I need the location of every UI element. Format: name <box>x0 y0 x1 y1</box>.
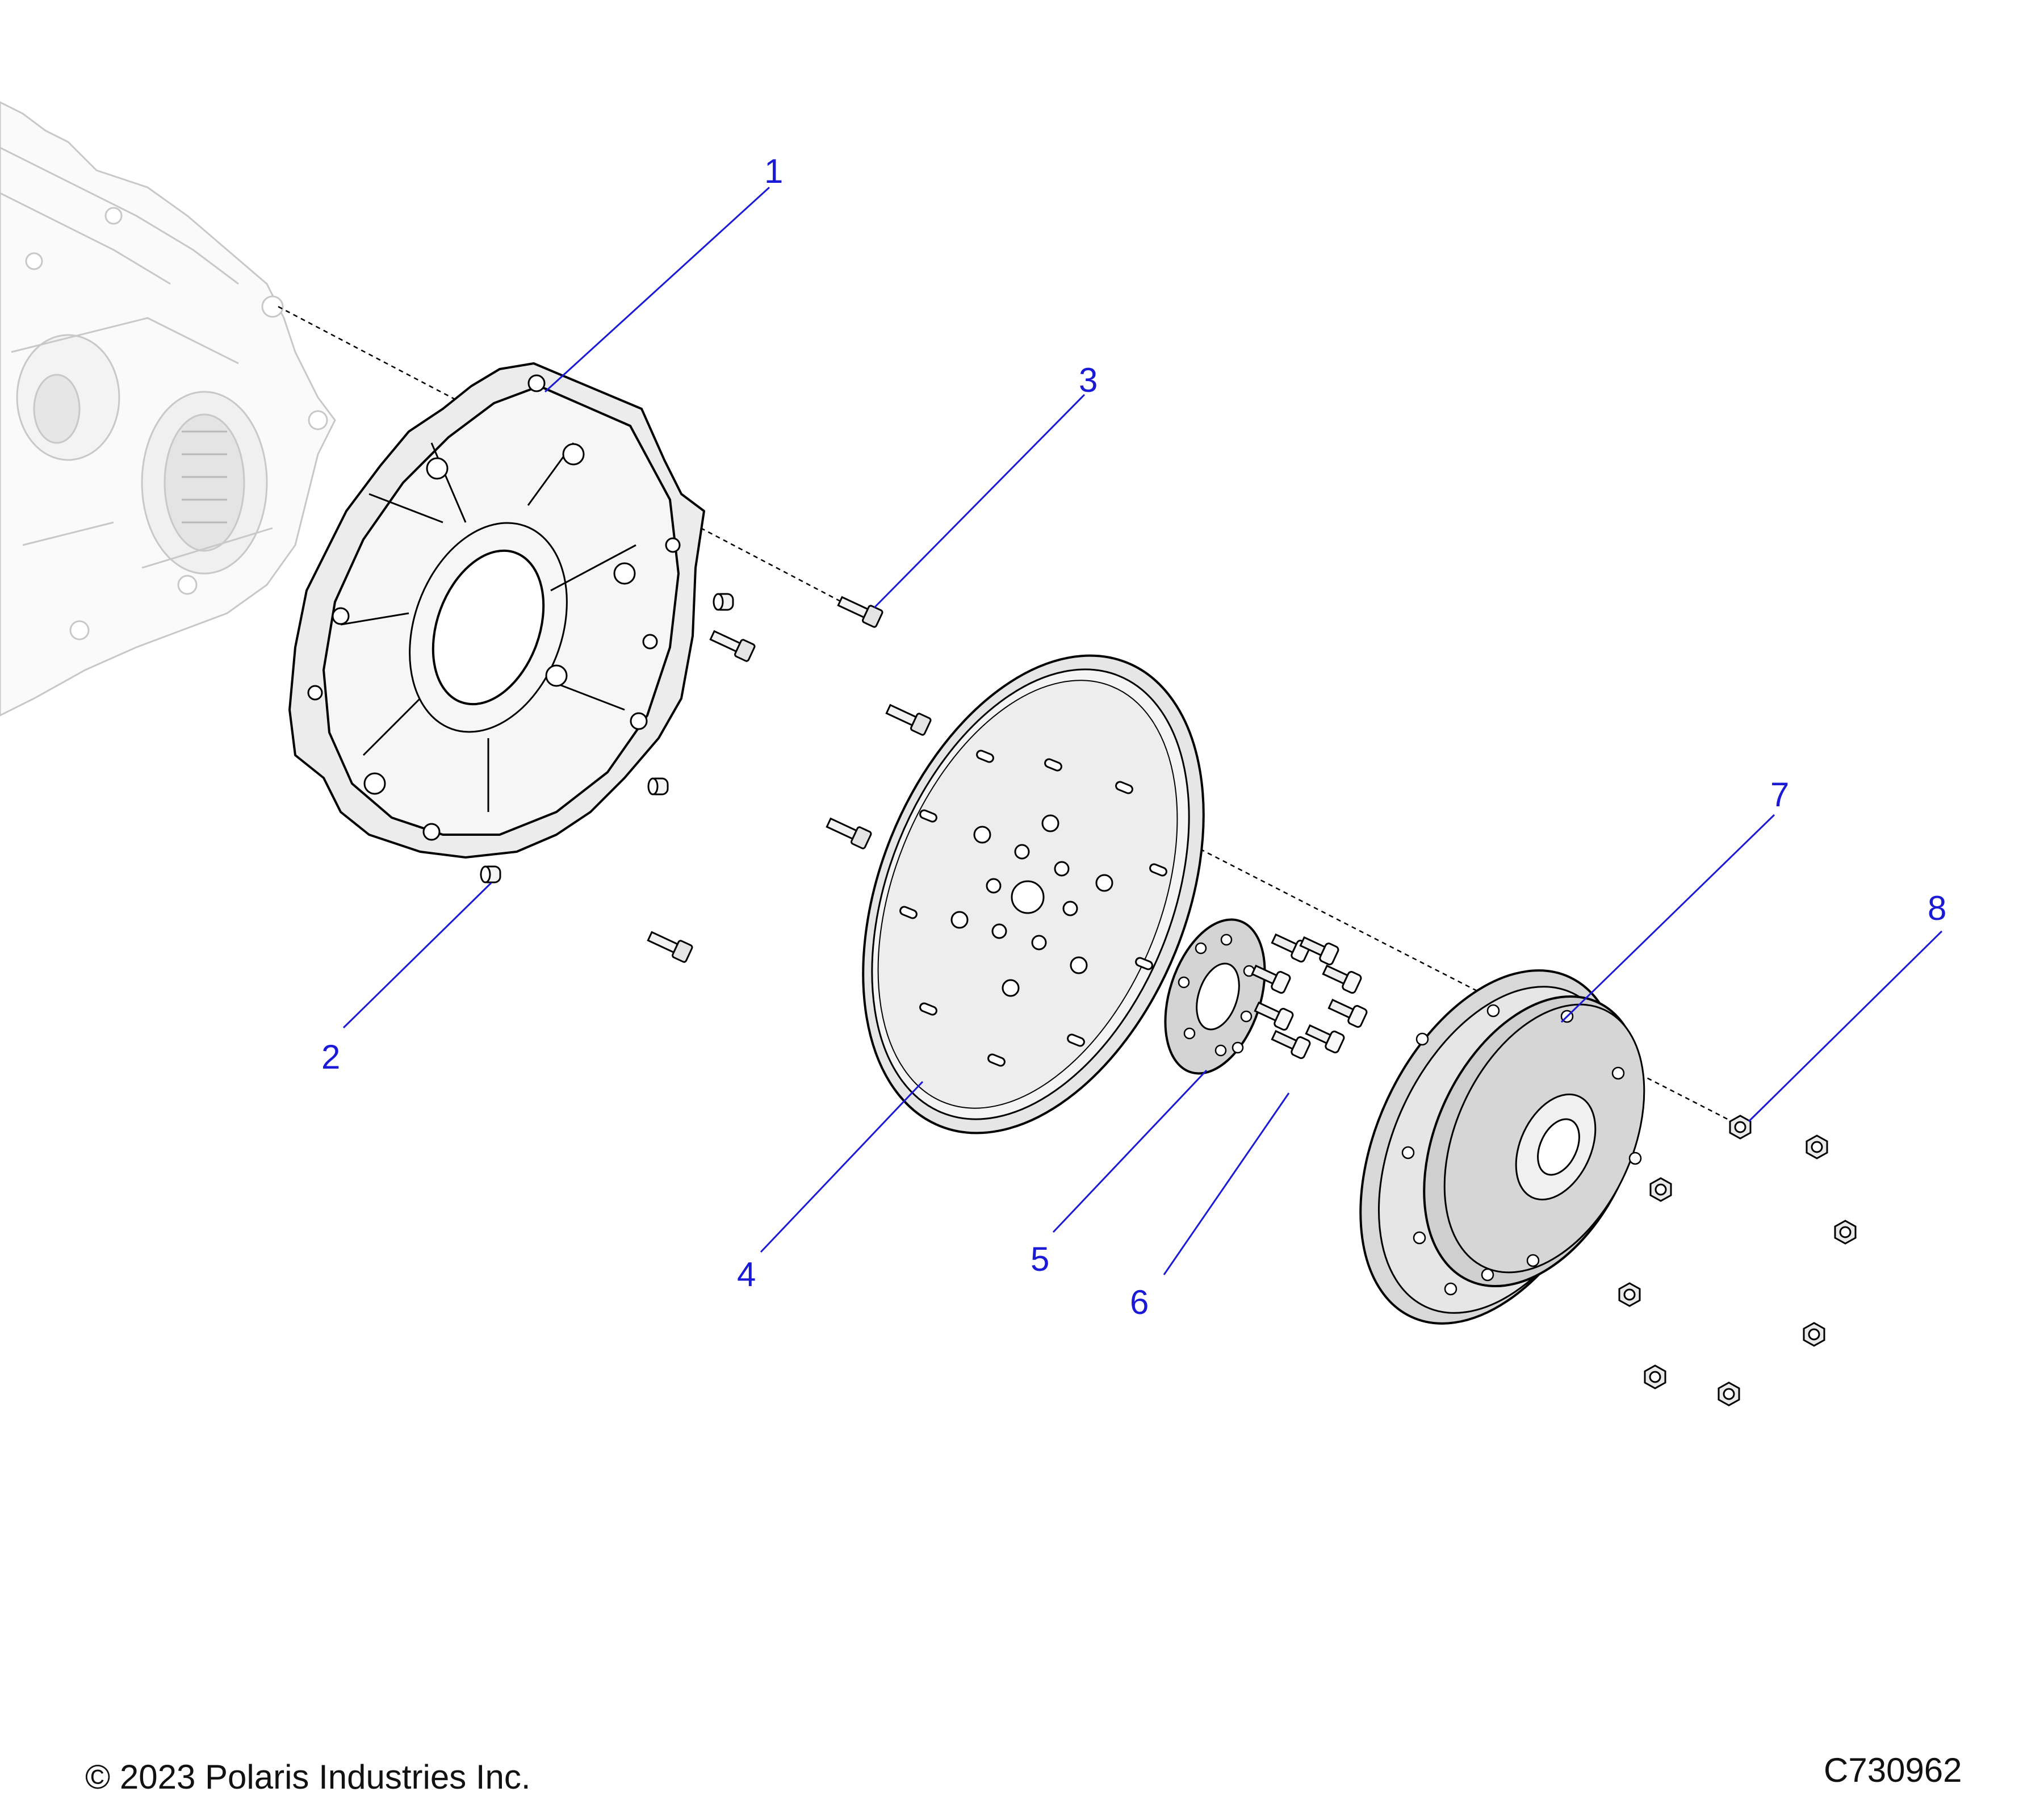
figure-id: C730962 <box>1824 1751 1962 1789</box>
callout-5: 5 <box>1031 1240 1050 1278</box>
housing-bolts <box>647 596 932 963</box>
callout-8: 8 <box>1928 889 1947 927</box>
reinforcement-plate <box>1164 918 1266 1075</box>
flywheel-housing <box>288 362 705 859</box>
callout-6: 6 <box>1130 1283 1149 1321</box>
dowel-pins <box>480 593 734 884</box>
leader-line-4 <box>760 1081 924 1253</box>
callout-1: 1 <box>764 152 784 190</box>
callout-3: 3 <box>1079 361 1098 399</box>
callout-2: 2 <box>321 1038 341 1076</box>
flex-plate-bolts <box>1251 933 1368 1060</box>
leader-line-3 <box>873 393 1086 609</box>
engine-block-ghost <box>0 101 336 717</box>
leader-line-1 <box>544 186 770 393</box>
leader-line-7 <box>1560 814 1775 1023</box>
leader-line-5 <box>1052 1069 1208 1233</box>
leader-lines <box>342 186 1943 1275</box>
coupler-nuts <box>1618 1115 1857 1406</box>
leader-line-2 <box>342 882 492 1029</box>
flex-plate <box>862 654 1205 1134</box>
copyright-notice: © 2023 Polaris Industries Inc. <box>85 1758 531 1796</box>
leader-line-8 <box>1748 930 1943 1123</box>
callout-7: 7 <box>1770 776 1790 814</box>
damper-assembly <box>1359 969 1645 1325</box>
leader-line-6 <box>1163 1092 1290 1275</box>
callout-4: 4 <box>737 1255 756 1293</box>
